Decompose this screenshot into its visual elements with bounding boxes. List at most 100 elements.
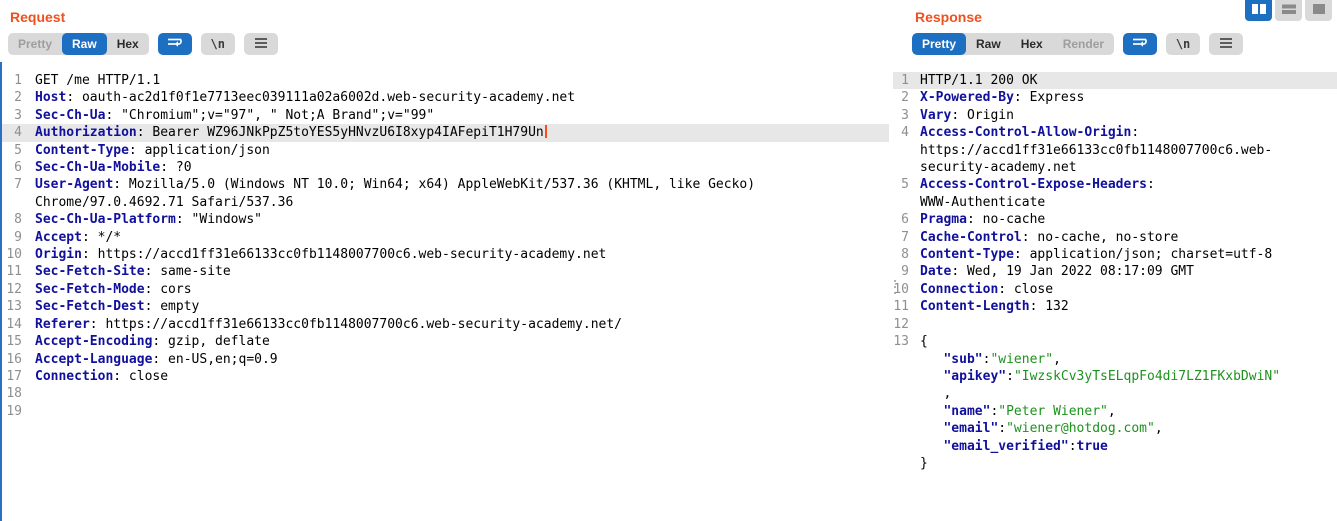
response-newline-toggle-button[interactable]: \n [1166, 33, 1201, 55]
code-line[interactable]: } [893, 455, 1337, 472]
line-content: { [920, 334, 928, 350]
line-number: 4 [14, 125, 22, 141]
line-number: 10 [893, 281, 909, 297]
code-line[interactable]: https://accd1ff31e66133cc0fb1148007700c6… [893, 142, 1337, 159]
code-line[interactable]: 9 Accept: */* [2, 229, 889, 246]
single-layout-button[interactable] [1305, 0, 1332, 21]
response-wrap-toggle-button[interactable] [1123, 33, 1158, 55]
code-line[interactable]: "email":"wiener@hotdog.com", [893, 420, 1337, 437]
line-number [893, 368, 909, 385]
line-number [893, 142, 909, 159]
code-line[interactable]: "sub":"wiener", [893, 351, 1337, 368]
request-tab-raw[interactable]: Raw [62, 33, 107, 55]
line-content: "email":"wiener@hotdog.com", [943, 421, 1163, 437]
code-line[interactable]: 12 [893, 316, 1337, 333]
line-content: Accept-Encoding: gzip, deflate [35, 334, 270, 350]
line-number [2, 194, 22, 211]
request-editor-menu-button[interactable] [243, 33, 278, 55]
splitter-dot [894, 280, 896, 282]
code-line[interactable]: 10 Connection: close [893, 281, 1337, 298]
code-line[interactable]: Chrome/97.0.4692.71 Safari/537.36 [2, 194, 889, 211]
line-content: Chrome/97.0.4692.71 Safari/537.36 [35, 194, 294, 210]
line-content: Connection: close [920, 281, 1054, 297]
line-content: Accept-Language: en-US,en;q=0.9 [35, 351, 278, 367]
code-line[interactable]: , [893, 385, 1337, 402]
code-line[interactable]: 13{ [893, 333, 1337, 350]
line-number: 6 [14, 160, 22, 176]
word-wrap-icon [1132, 36, 1148, 53]
line-content [22, 403, 889, 420]
code-line[interactable]: "name":"Peter Wiener", [893, 403, 1337, 420]
code-line[interactable]: 18 [2, 385, 889, 402]
response-tab-hex[interactable]: Hex [1020, 37, 1043, 51]
line-content: Access-Control-Expose-Headers: [920, 177, 1155, 193]
text-caret [544, 125, 547, 139]
line-number [893, 403, 909, 420]
request-tab-hex[interactable]: Hex [116, 37, 139, 51]
request-newline-toggle-button[interactable]: \n [200, 33, 235, 55]
columns-layout-icon [1251, 3, 1267, 18]
code-line[interactable]: "apikey":"IwzskCv3yTsELqpFo4di7LZ1FKxbDw… [893, 368, 1337, 385]
panel-splitter-handle[interactable] [894, 280, 898, 298]
line-content: "apikey":"IwzskCv3yTsELqpFo4di7LZ1FKxbDw… [943, 368, 1281, 384]
line-content: User-Agent: Mozilla/5.0 (Windows NT 10.0… [35, 177, 756, 193]
request-wrap-toggle-button[interactable] [157, 33, 192, 55]
line-number: 9 [14, 229, 22, 245]
line-number: 14 [6, 316, 22, 332]
code-line[interactable]: "email_verified":true [893, 438, 1337, 455]
line-content: Vary: Origin [920, 107, 1014, 123]
line-content: Accept: */* [35, 229, 122, 245]
code-line[interactable]: 19 [2, 403, 889, 420]
columns-layout-button[interactable] [1245, 0, 1272, 21]
line-content [909, 316, 1337, 333]
line-number: 1 [14, 73, 22, 88]
code-line[interactable]: WWW-Authenticate [893, 194, 1337, 211]
line-number [893, 438, 909, 455]
line-number: 2 [901, 90, 909, 106]
line-number [893, 455, 909, 472]
code-line[interactable]: security-academy.net [893, 159, 1337, 176]
line-content [22, 385, 889, 402]
rows-layout-button[interactable] [1275, 0, 1302, 21]
response-tab-raw[interactable]: Raw [976, 37, 1001, 51]
response-tab-pretty[interactable]: Pretty [912, 33, 967, 55]
line-number [893, 194, 909, 211]
line-content: Cache-Control: no-cache, no-store [920, 229, 1179, 245]
single-layout-icon [1311, 3, 1327, 18]
line-number: 18 [6, 386, 22, 402]
line-content: } [920, 455, 928, 471]
response-editor-menu-button[interactable] [1209, 33, 1244, 55]
line-content: Authorization: Bearer WZ96JNkPpZ5toYES5y… [22, 124, 889, 141]
splitter-dot [894, 292, 896, 294]
response-panel-title: Response [915, 9, 982, 25]
